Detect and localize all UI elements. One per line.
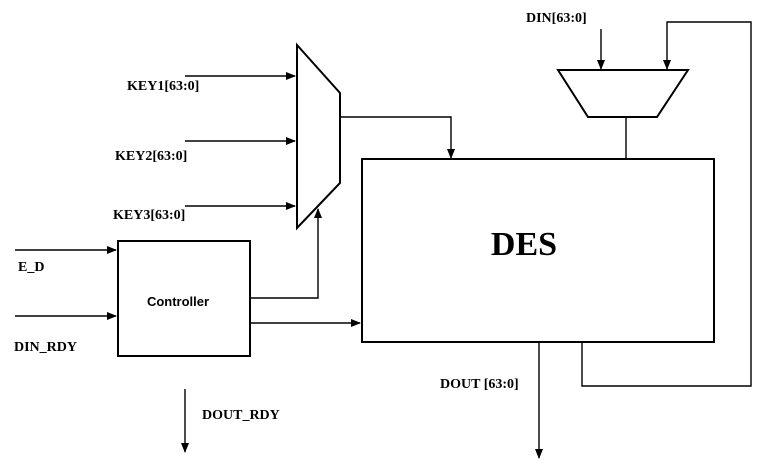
- feedback-wire: [581, 21, 752, 387]
- key-mux: [296, 42, 341, 231]
- din-mux: [556, 69, 690, 118]
- des-label: DES: [491, 226, 557, 263]
- din-rdy-label: DIN_RDY: [14, 340, 77, 355]
- key3-label: KEY3[63:0]: [113, 208, 185, 223]
- des-block: [361, 158, 715, 343]
- dout-rdy-label: DOUT_RDY: [202, 408, 280, 423]
- key2-label: KEY2[63:0]: [115, 149, 187, 164]
- din-label: DIN[63:0]: [526, 11, 587, 26]
- controller-to-mux-wire: [250, 208, 322, 299]
- dout-label: DOUT [63:0]: [440, 377, 519, 392]
- controller-label: Controller: [147, 294, 209, 309]
- controller-block: [117, 240, 251, 357]
- mux-to-des-wire: [340, 116, 455, 159]
- e-d-label: E_D: [18, 260, 44, 275]
- key1-label: KEY1[63:0]: [127, 79, 199, 94]
